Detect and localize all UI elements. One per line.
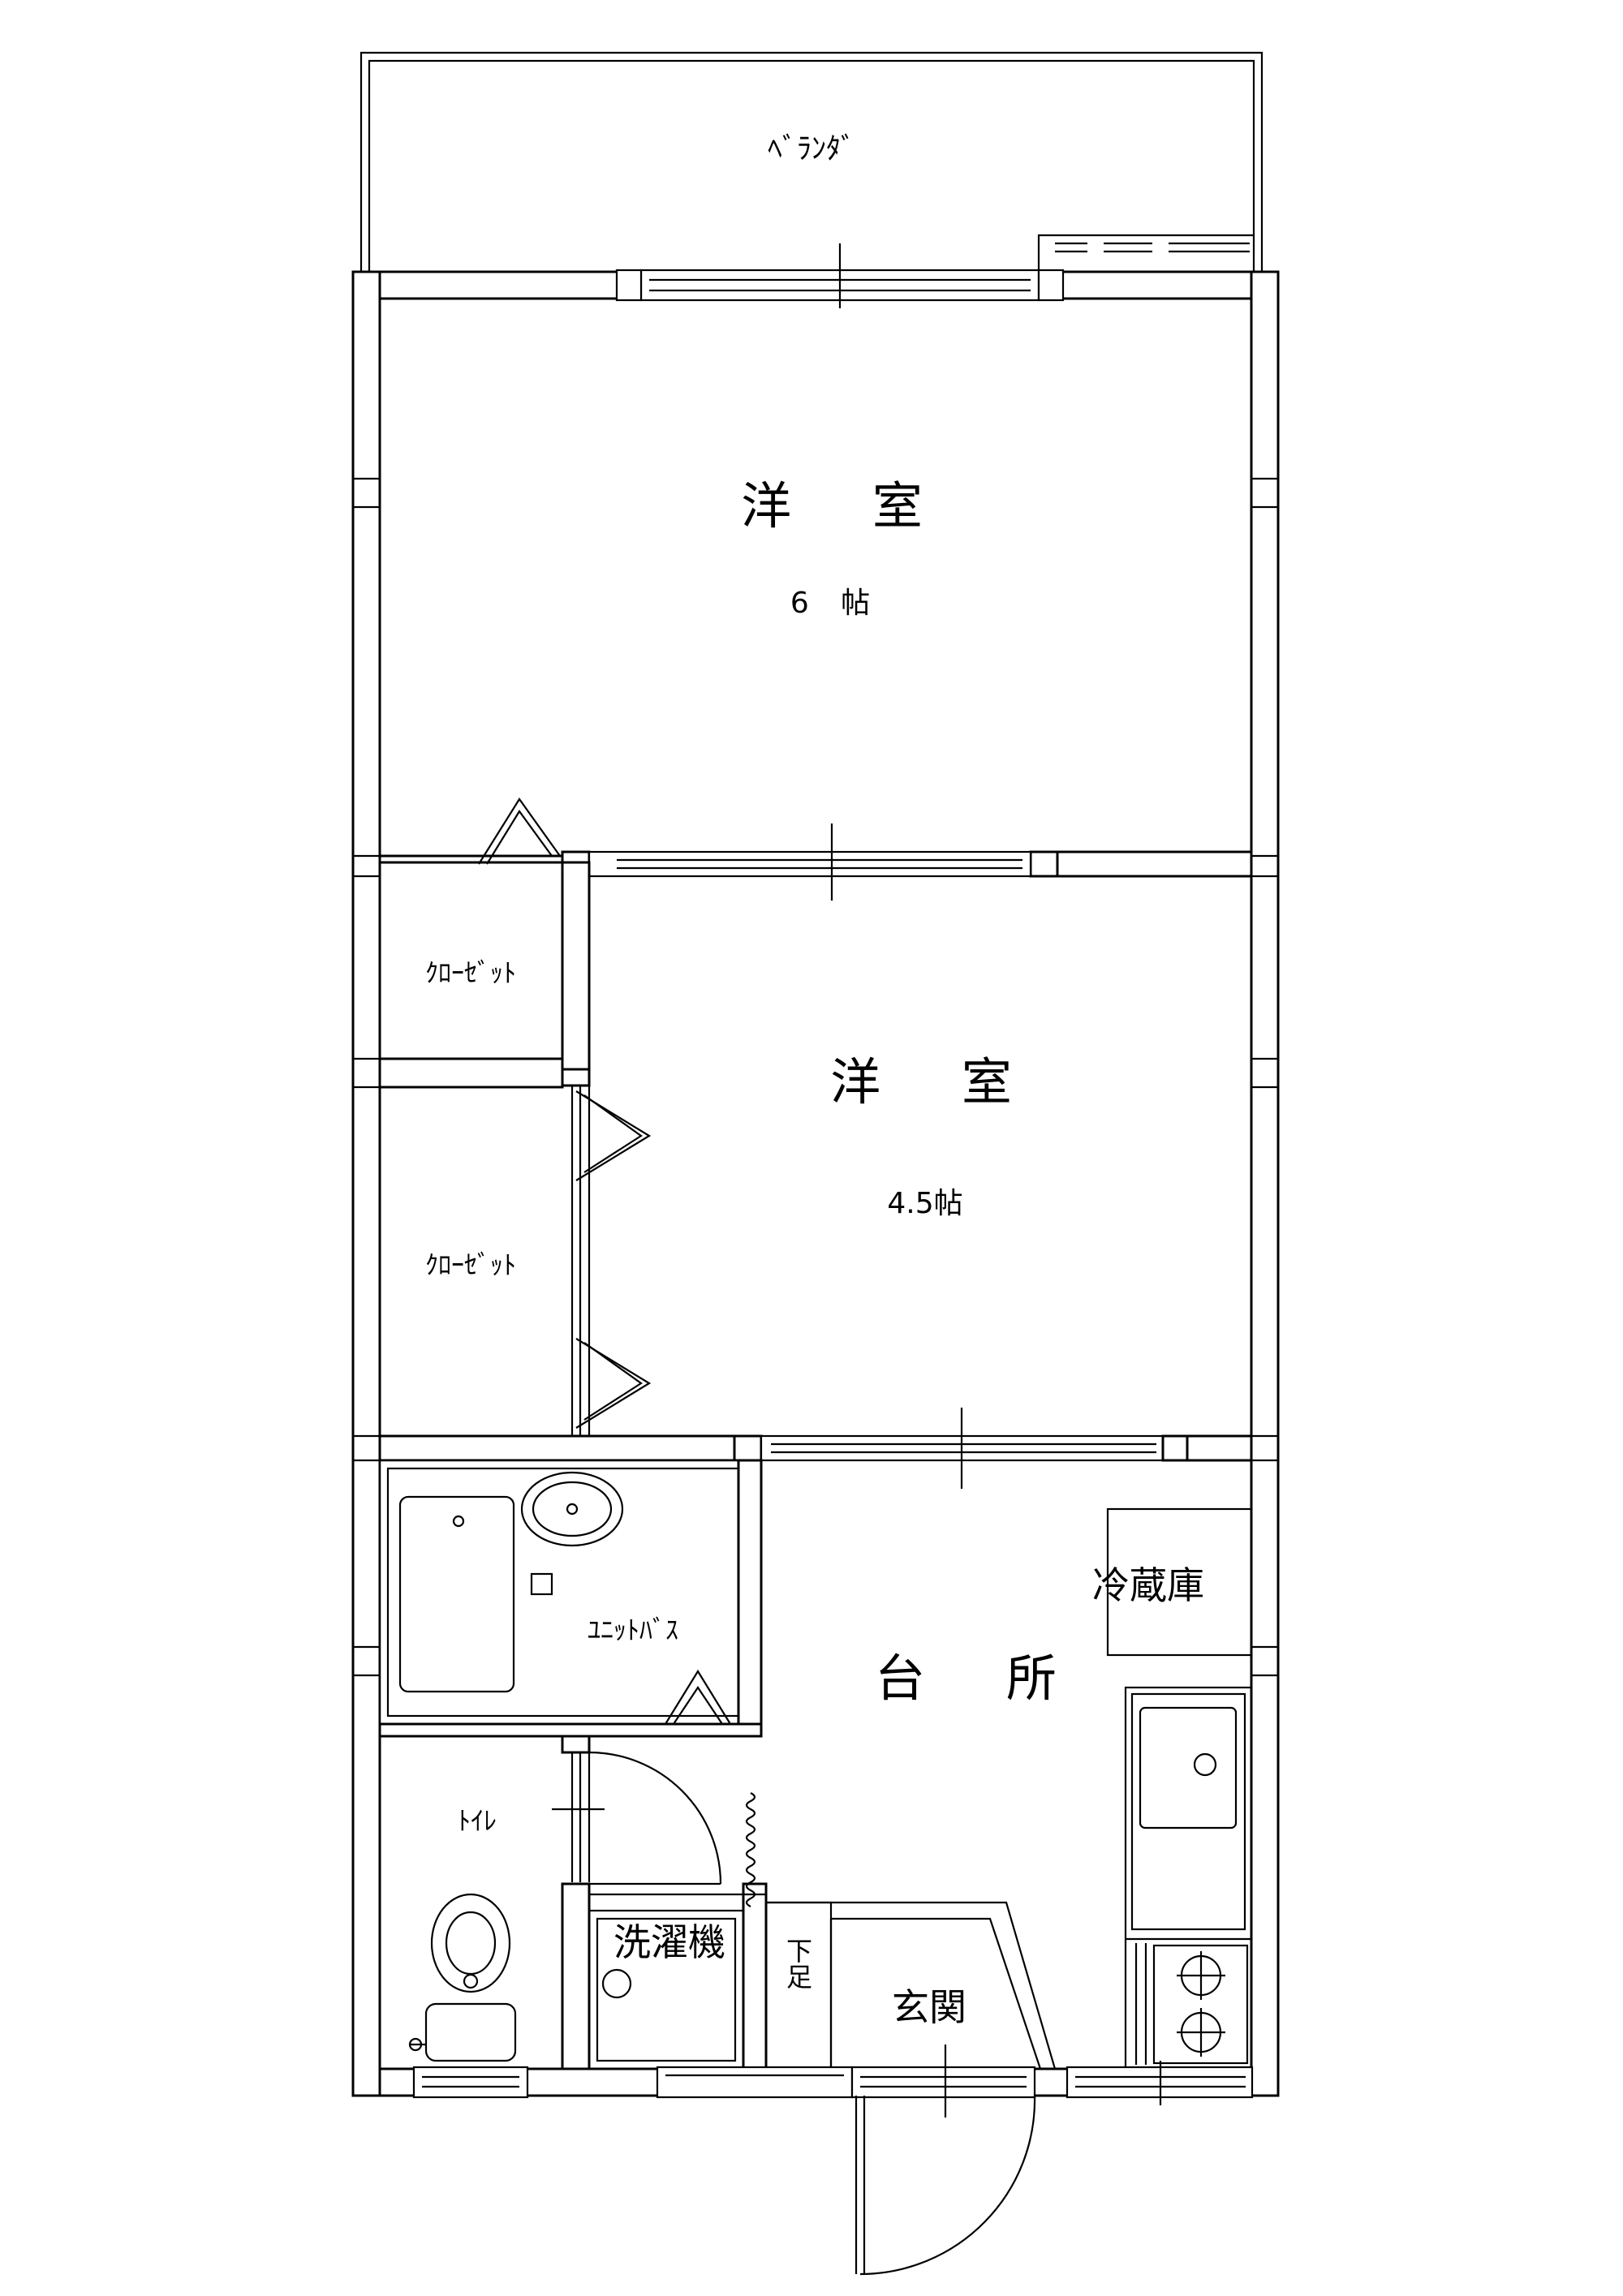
unit-bath <box>378 1459 763 1738</box>
label-room1-size: 6 帖 <box>790 587 881 620</box>
label-kitchen: 台 所 <box>875 1649 1089 1708</box>
partition-walls <box>378 823 1253 1489</box>
label-shoe: 下足 <box>782 1937 813 1989</box>
veranda-window <box>615 243 1065 308</box>
label-fridge: 冷蔵庫 <box>1092 1563 1204 1607</box>
label-closet1: ｸﾛｰｾﾞｯﾄ <box>425 957 516 988</box>
toilet-room <box>408 1735 722 2070</box>
bottom-openings <box>412 2044 1254 2276</box>
label-entrance: 玄関 <box>892 1985 966 2029</box>
label-veranda: ﾍﾞﾗﾝﾀﾞ <box>768 132 855 166</box>
kitchen-counter <box>1124 1686 1253 2070</box>
genkan <box>764 1901 1057 2070</box>
gas-hose <box>745 1792 756 1907</box>
label-toilet: ﾄｲﾚ <box>458 1805 497 1836</box>
fridge <box>1106 1507 1253 1657</box>
label-room2: 洋 室 <box>830 1052 1044 1111</box>
label-room1: 洋 室 <box>741 476 955 535</box>
label-unit-bath: ﾕﾆｯﾄﾊﾞｽ <box>588 1615 678 1645</box>
label-room2-size: 4.5帖 <box>887 1187 962 1220</box>
closet-doors <box>478 798 652 1429</box>
label-closet2: ｸﾛｰｾﾞｯﾄ <box>425 1249 516 1280</box>
washing-machine <box>588 1882 768 2070</box>
veranda <box>359 51 1264 272</box>
label-washer: 洗濯機 <box>613 1920 725 1964</box>
